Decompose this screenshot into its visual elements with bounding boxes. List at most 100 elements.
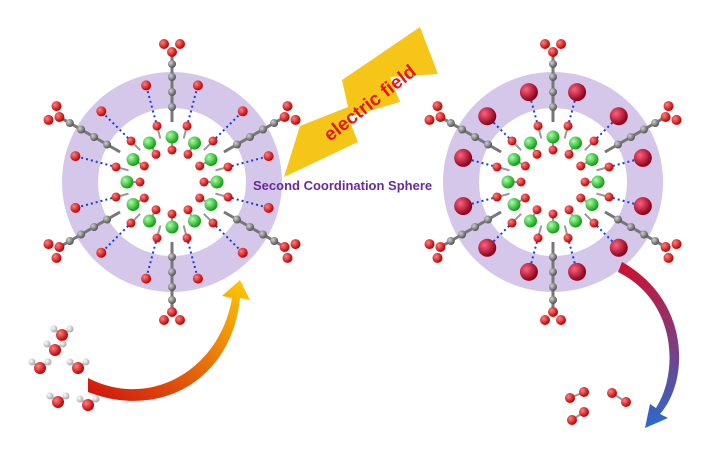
oxygen-atom [237,247,248,258]
hydrogen-atom [50,325,58,333]
metal-atom [585,153,599,166]
carbon-atom [168,103,176,111]
carbon-atom [651,237,660,245]
metal-atom [143,214,156,228]
oxygen-atom [548,209,558,219]
oxygen-atom [435,112,446,122]
oxygen-atom [492,192,502,202]
oxygen-atom [111,192,121,202]
oxygen-atom [223,162,233,172]
water-molecules [28,325,100,411]
hydrogen-atom [92,395,100,403]
cation-sphere [478,238,497,257]
hydrogen-bond-dots [231,155,267,167]
carbon-atom [168,60,176,68]
metal-atom [591,175,605,189]
hydrogen-bond-dots [101,111,129,139]
oxygen-atom [111,162,121,172]
hydrogen-atom [59,340,67,348]
carbon-atom [549,60,557,68]
carbon-atom [458,230,467,239]
carbon-atom [549,73,557,81]
oxygen-atom [139,161,149,171]
oxygen-atom [183,149,193,159]
carbon-atom [168,88,176,96]
metal-atom [188,214,201,228]
oxygen-atom [660,242,671,252]
hydrogen-atom [66,325,74,333]
oxygen-atom [282,101,293,112]
oxygen-atom [151,149,161,159]
oxygen-atom [424,239,435,250]
hydrogen-bond-dots [596,225,624,253]
oxygen-atom [159,315,169,325]
second-coordination-sphere-label: Second Coordination Sphere [253,178,432,193]
metal-atom [165,220,179,234]
hydrogen-bond-dots [145,87,157,123]
carbon-atom [168,253,176,261]
oxygen-atom [152,233,162,243]
hydrogen-bond-dots [596,111,624,139]
oxygen-atom [126,218,136,228]
carbon-atom [168,73,176,81]
oxygen-atom [660,112,671,122]
oxygen-atom [82,399,94,411]
carbon-atom [168,296,176,304]
metal-atom [204,153,218,166]
hydrogen-bond-dots [77,155,113,167]
oxygen-atom [34,362,46,374]
oxygen-atom [520,161,530,171]
hydrogen-bond-dots [101,225,129,253]
oxygen-atom [564,149,574,159]
oxygen-atom [516,177,526,187]
oxygen-atom [663,252,674,263]
hydrogen-atom [28,358,36,366]
carbon-atom [168,283,176,291]
oxygen-atom [167,145,177,155]
carbon-atom [258,230,267,239]
oxygen-atom [424,114,435,125]
metal-atom [507,198,521,211]
carbon-atom [65,119,74,127]
oxygen-atom [556,39,566,49]
oxygen-atom [507,136,517,146]
carbon-atom [65,237,74,245]
oxygen-atom [175,39,185,49]
carbon-atom [484,215,493,224]
hydrogen-atom [62,392,70,400]
metal-atom [524,214,537,228]
oxygen-atom [167,307,177,317]
oxygen-atom [579,407,589,417]
metal-atom [569,214,582,228]
carbon-atom [77,230,86,239]
oxygen-atom [548,145,558,155]
oxygen-atom [279,242,290,252]
oxygen-atom [567,415,577,425]
oxygen-atom [533,121,543,131]
carbon-atom [258,125,267,134]
oxygen-atom [589,136,599,146]
hydrogen-atom [44,358,52,366]
oxygen-atom [54,242,65,252]
oxygen-atom [96,247,107,258]
oxygen-atom [520,193,530,203]
carbon-atom [549,88,557,96]
oxygen-atom [432,252,443,263]
hydrogen-atom [46,392,54,400]
oxygen-atom [96,106,107,117]
cation-sphere [633,148,652,167]
oxygen-atom [183,205,193,215]
hydrogen-atom [82,358,90,366]
carbon-atom [549,103,557,111]
carbon-atom [549,253,557,261]
oxygen-atom [192,273,203,284]
mof-cluster-left [43,39,301,325]
carbon-atom [245,133,254,141]
carbon-atom [270,119,279,127]
hydrogen-bond-dots [187,87,199,123]
hydrogen-bond-dots [215,111,243,139]
oxygen-atom [663,101,674,112]
oxygen-atom [43,239,54,250]
cation-sphere [454,148,473,167]
